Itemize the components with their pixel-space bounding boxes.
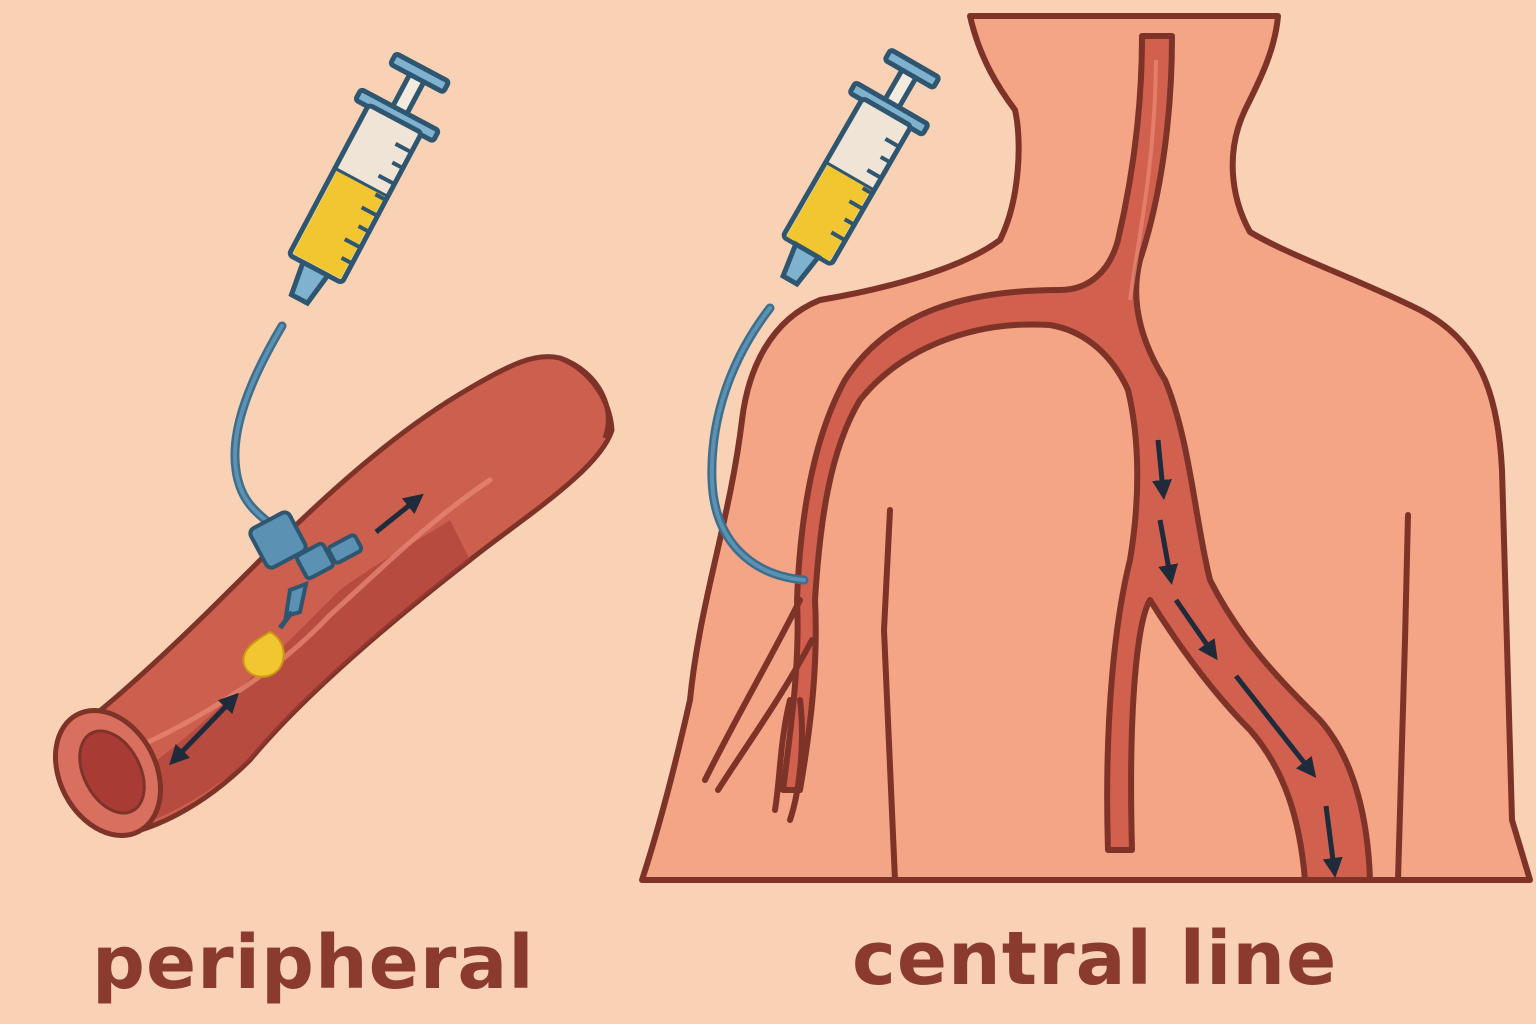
central-line-panel xyxy=(639,13,1533,883)
central-vein xyxy=(702,33,1373,883)
peripheral-panel xyxy=(52,52,615,838)
flow-arrow-icon xyxy=(1152,439,1343,878)
syringe-icon xyxy=(287,52,451,307)
flow-arrow-icon xyxy=(169,493,424,766)
peripheral-label: peripheral xyxy=(92,920,535,1006)
medication-droplet xyxy=(242,630,285,678)
central-line-label: central line xyxy=(852,916,1338,1002)
vein-icon xyxy=(52,354,615,838)
torso-icon xyxy=(639,13,1533,883)
syringe-icon xyxy=(779,48,941,288)
iv-catheter-icon xyxy=(248,510,364,630)
